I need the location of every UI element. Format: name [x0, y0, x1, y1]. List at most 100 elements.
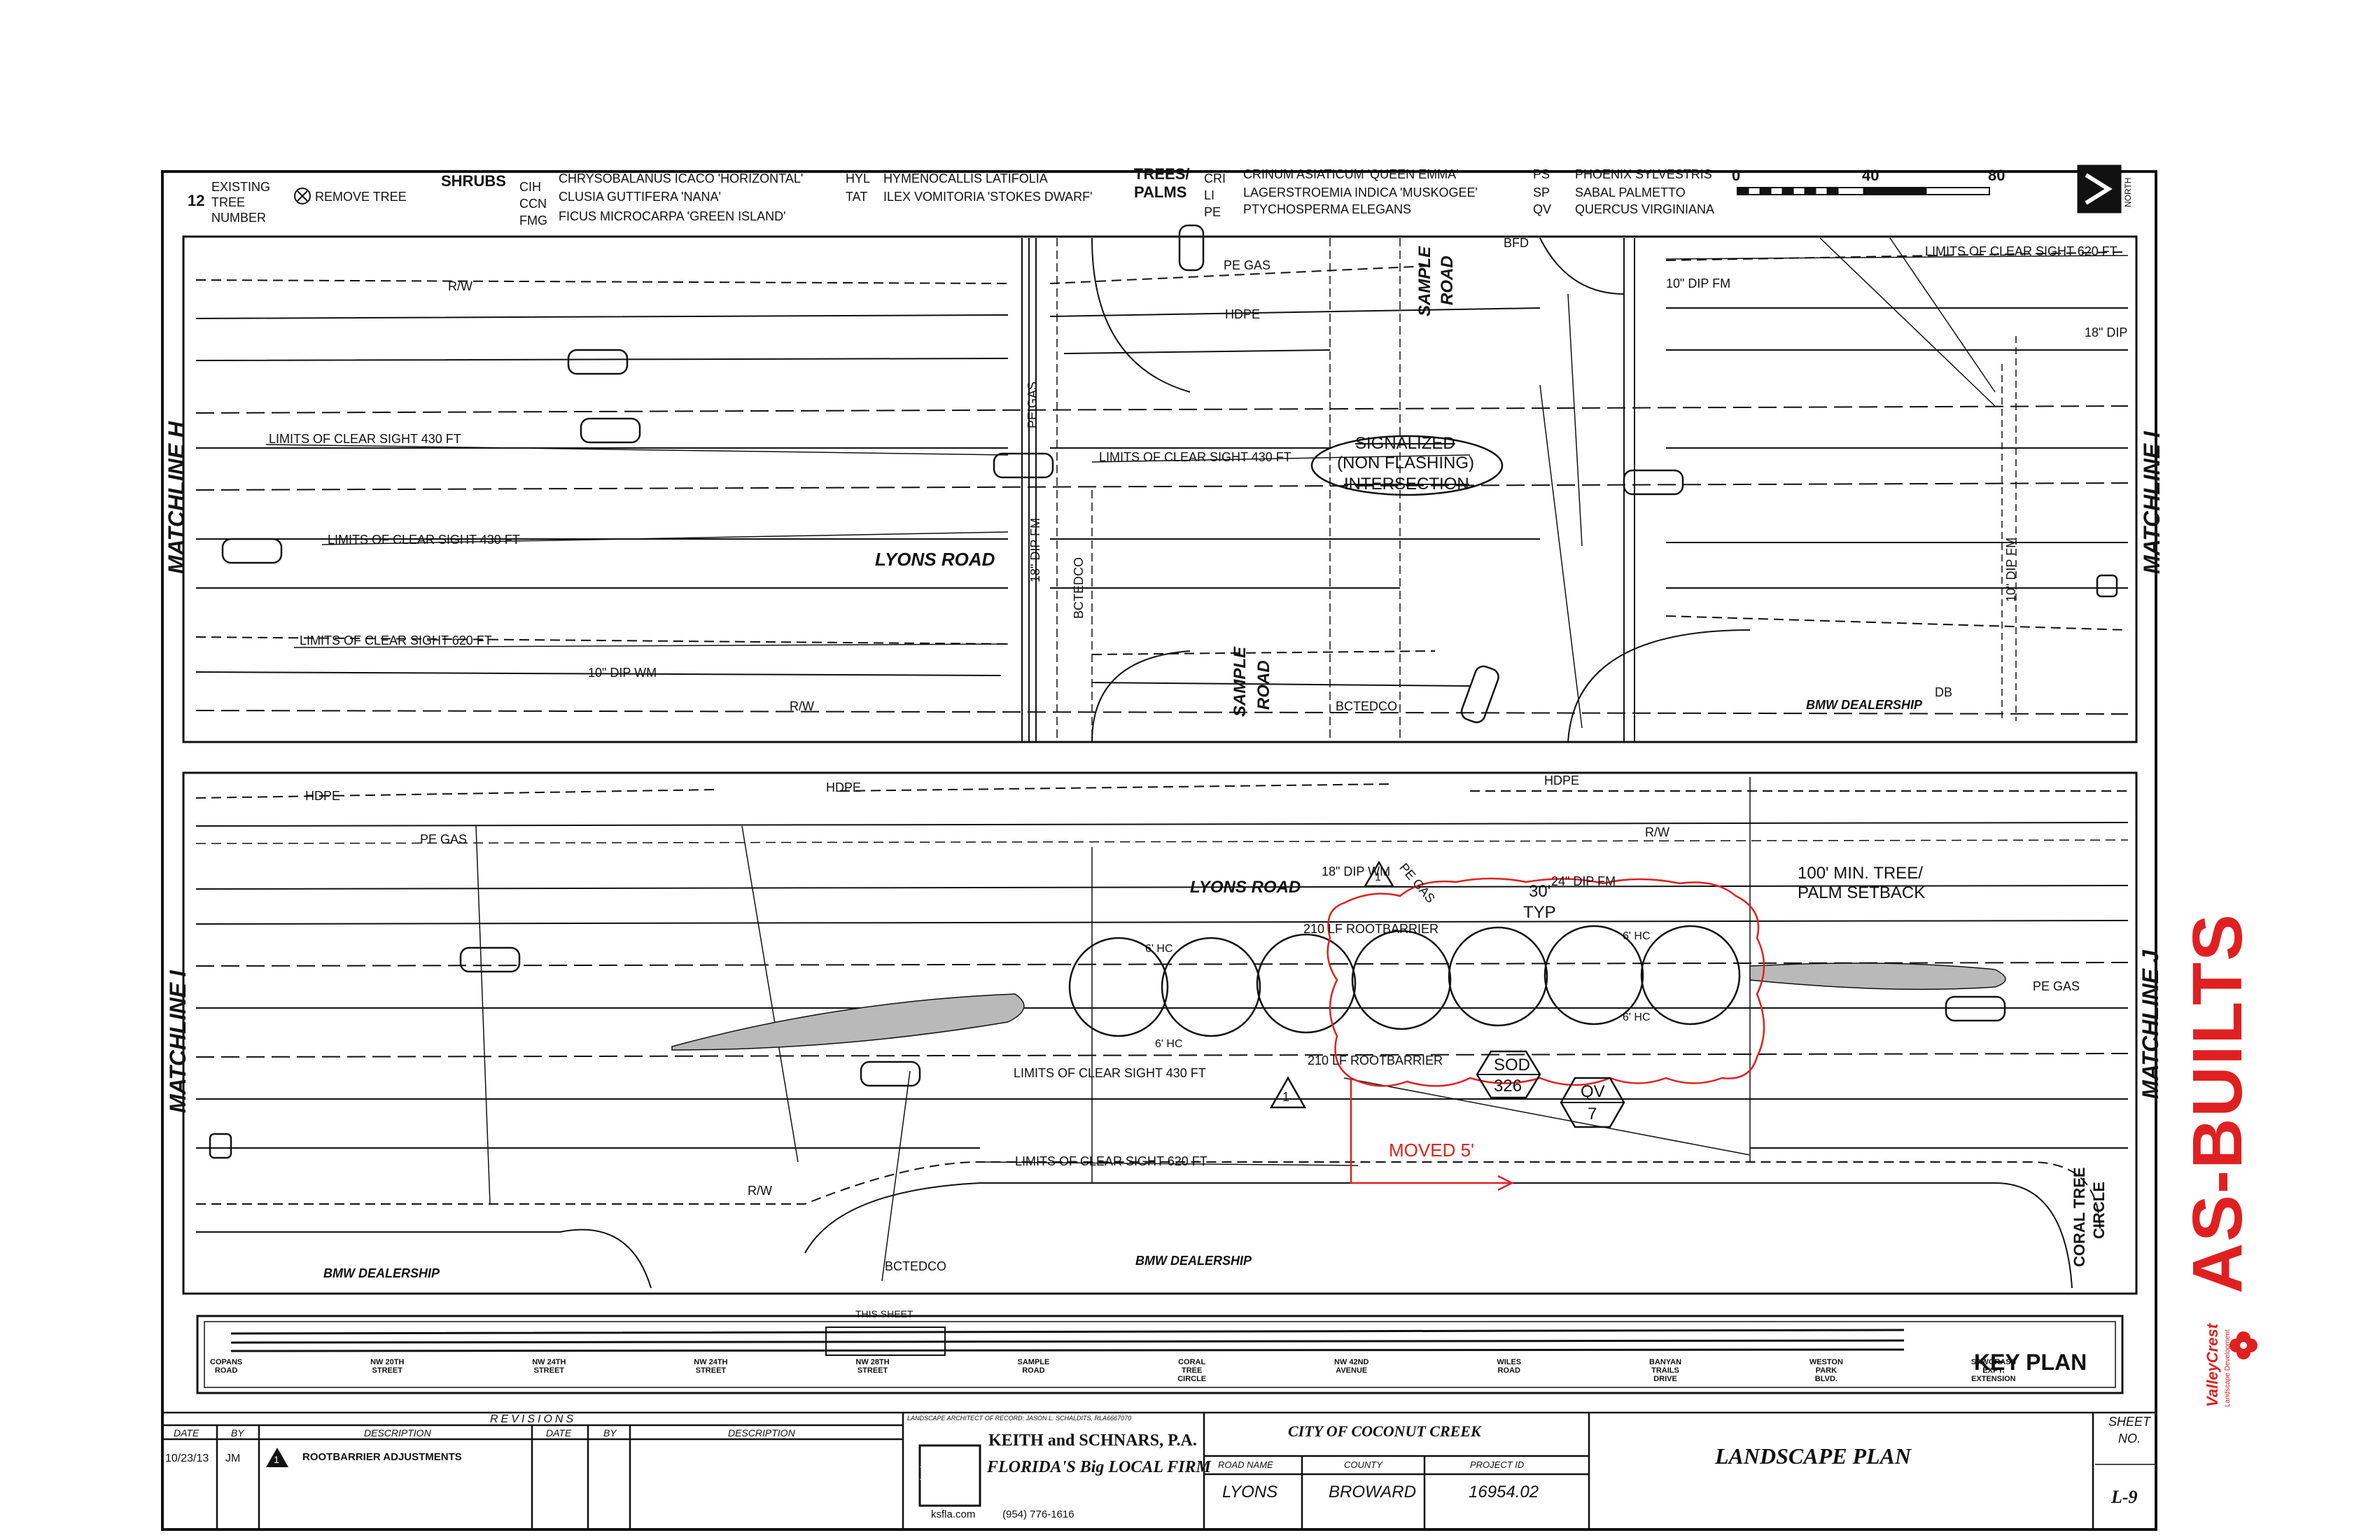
utility-label: PE GAS — [420, 832, 468, 846]
tree-name: LAGERSTROEMIA INDICA 'MUSKOGEE' — [1243, 186, 1478, 200]
trees-title-1: TREES/ — [1134, 165, 1190, 183]
tree-code: CRI — [1204, 172, 1226, 186]
shrub-name: FICUS MICROCARPA 'GREEN ISLAND' — [559, 209, 786, 223]
tree-code: SP — [1533, 186, 1550, 200]
tree-code: QV — [1533, 202, 1552, 216]
revision-date: 10/23/13 — [165, 1452, 209, 1464]
matchline-i-bottom: MATCHLINE I — [165, 970, 190, 1113]
rev-header: DESCRIPTION — [728, 1427, 795, 1438]
tree-code: LI — [1204, 188, 1215, 202]
dealership-label: BMW DEALERSHIP — [1135, 1254, 1252, 1268]
hc-label: 6' HC — [1145, 943, 1173, 955]
cross-road-top-1: SAMPLE — [1415, 246, 1434, 316]
trees-title-2: PALMS — [1134, 183, 1187, 201]
cross-road-bottom-1: SAMPLE — [1231, 646, 1250, 717]
key-plan — [196, 1315, 2124, 1394]
bottom-plan — [182, 771, 2138, 1295]
firm-phone: (954) 776-1616 — [1002, 1508, 1074, 1520]
project-id-value: 16954.02 — [1469, 1483, 1539, 1502]
moved-note: MOVED 5' — [1389, 1140, 1474, 1161]
scale-80: 80 — [1988, 167, 2005, 184]
valleycrest-logo-icon — [2230, 1331, 2258, 1359]
matchline-j: MATCHLINE J — [2138, 950, 2163, 1099]
rev-header: DATE — [546, 1427, 572, 1438]
utility-label: BFD — [1504, 236, 1529, 250]
firm-web: ksfla.com — [931, 1508, 976, 1520]
tree-code: PE — [1204, 205, 1222, 219]
rev-header: DATE — [174, 1427, 200, 1438]
utility-label: 24" DIP FM — [1551, 874, 1616, 888]
signal-note-1: SIGNALIZED — [1355, 434, 1455, 453]
sight-line-label: LIMITS OF CLEAR SIGHT 620 FT — [1925, 244, 2118, 258]
shrubs-title: SHRUBS — [441, 172, 506, 190]
road-name-value: LYONS — [1222, 1483, 1278, 1502]
shrub-bed-left — [671, 993, 1025, 1051]
sight-line-label: LIMITS OF CLEAR SIGHT 430 FT — [269, 432, 461, 446]
this-sheet-label: THIS SHEET — [855, 1308, 913, 1320]
utility-label: 18" DIP — [2085, 326, 2128, 340]
rw-label: R/W — [448, 279, 472, 293]
shrub-bed-right — [1749, 962, 2006, 990]
remove-tree-icon — [294, 188, 311, 204]
rw-label: R/W — [1645, 825, 1670, 839]
coral-tree-label-2: CIRCLE — [2090, 1182, 2108, 1239]
shrub-name: HYMENOCALLIS LATIFOLIA — [883, 172, 1048, 186]
rev-header: BY — [231, 1427, 244, 1438]
north-label: NORTH — [2123, 177, 2133, 207]
road-name-top: LYONS ROAD — [875, 549, 995, 570]
key-plan-title: KEY PLAN — [1974, 1350, 2087, 1375]
tree-number-sample: 12 — [188, 192, 205, 209]
signal-note-3: INTERSECTION — [1344, 475, 1469, 493]
hc-label: 6' HC — [1623, 930, 1651, 942]
project-id-label: PROJECT ID — [1470, 1460, 1525, 1470]
rw-label: R/W — [748, 1184, 772, 1198]
road-name-bottom: LYONS ROAD — [1190, 878, 1301, 897]
architect-line: LANDSCAPE ARCHITECT OF RECORD: JASON L. … — [907, 1415, 1132, 1422]
scale-0: 0 — [1732, 167, 1741, 184]
utility-label: BCTEDCO — [885, 1259, 947, 1273]
firm-name: KEITH and SCHNARS, P.A. — [988, 1432, 1197, 1450]
existing-tree-label-2: TREE — [211, 195, 246, 209]
sheet-label-2: NO. — [2118, 1432, 2141, 1446]
shrub-code: HYL — [846, 172, 871, 186]
qv-tag-qty: 7 — [1588, 1105, 1597, 1124]
utility-label: HDPE — [1225, 307, 1261, 321]
top-plan — [182, 224, 2138, 743]
hc-label: 6' HC — [1623, 1011, 1651, 1023]
sight-line-label: LIMITS OF CLEAR SIGHT 430 FT — [328, 533, 520, 547]
road-name-label: ROAD NAME — [1218, 1460, 1273, 1470]
utility-label: HDPE — [305, 789, 341, 803]
utility-label: PE GAS — [2033, 979, 2080, 993]
sheet-label-1: SHEET — [2108, 1415, 2151, 1429]
dealership-label: BMW DEALERSHIP — [323, 1266, 440, 1280]
revision-flag: 1 — [1375, 872, 1381, 883]
utility-label: BCTEDCO — [1336, 699, 1398, 713]
tree-name: PHOENIX SYLVESTRIS — [1575, 167, 1712, 181]
sheet-number: L-9 — [2111, 1487, 2138, 1507]
utility-label: 10" DIP WM — [588, 666, 657, 680]
revision-triangle-icon — [266, 1448, 288, 1467]
shrub-name: CLUSIA GUTTIFERA 'NANA' — [559, 190, 721, 204]
cross-road-top-2: ROAD — [1438, 255, 1457, 305]
utility-label: 10" DIP FM — [1666, 276, 1731, 290]
utility-label: PE GAS — [1224, 258, 1271, 272]
utility-label: HDPE — [826, 780, 862, 794]
sheet-border — [161, 170, 2157, 1531]
coral-tree-label-1: CORAL TREE — [2071, 1167, 2088, 1267]
cross-road-bottom-2: ROAD — [1254, 660, 1273, 710]
graphic-scale — [1737, 187, 1990, 195]
hc-label: 6' HC — [1155, 1038, 1183, 1050]
north-arrow-icon — [2077, 164, 2122, 214]
signal-note-2: (NON FLASHING) — [1337, 454, 1475, 472]
spacing-label-2: TYP — [1523, 903, 1556, 922]
sod-tag-code: SOD — [1494, 1056, 1531, 1074]
